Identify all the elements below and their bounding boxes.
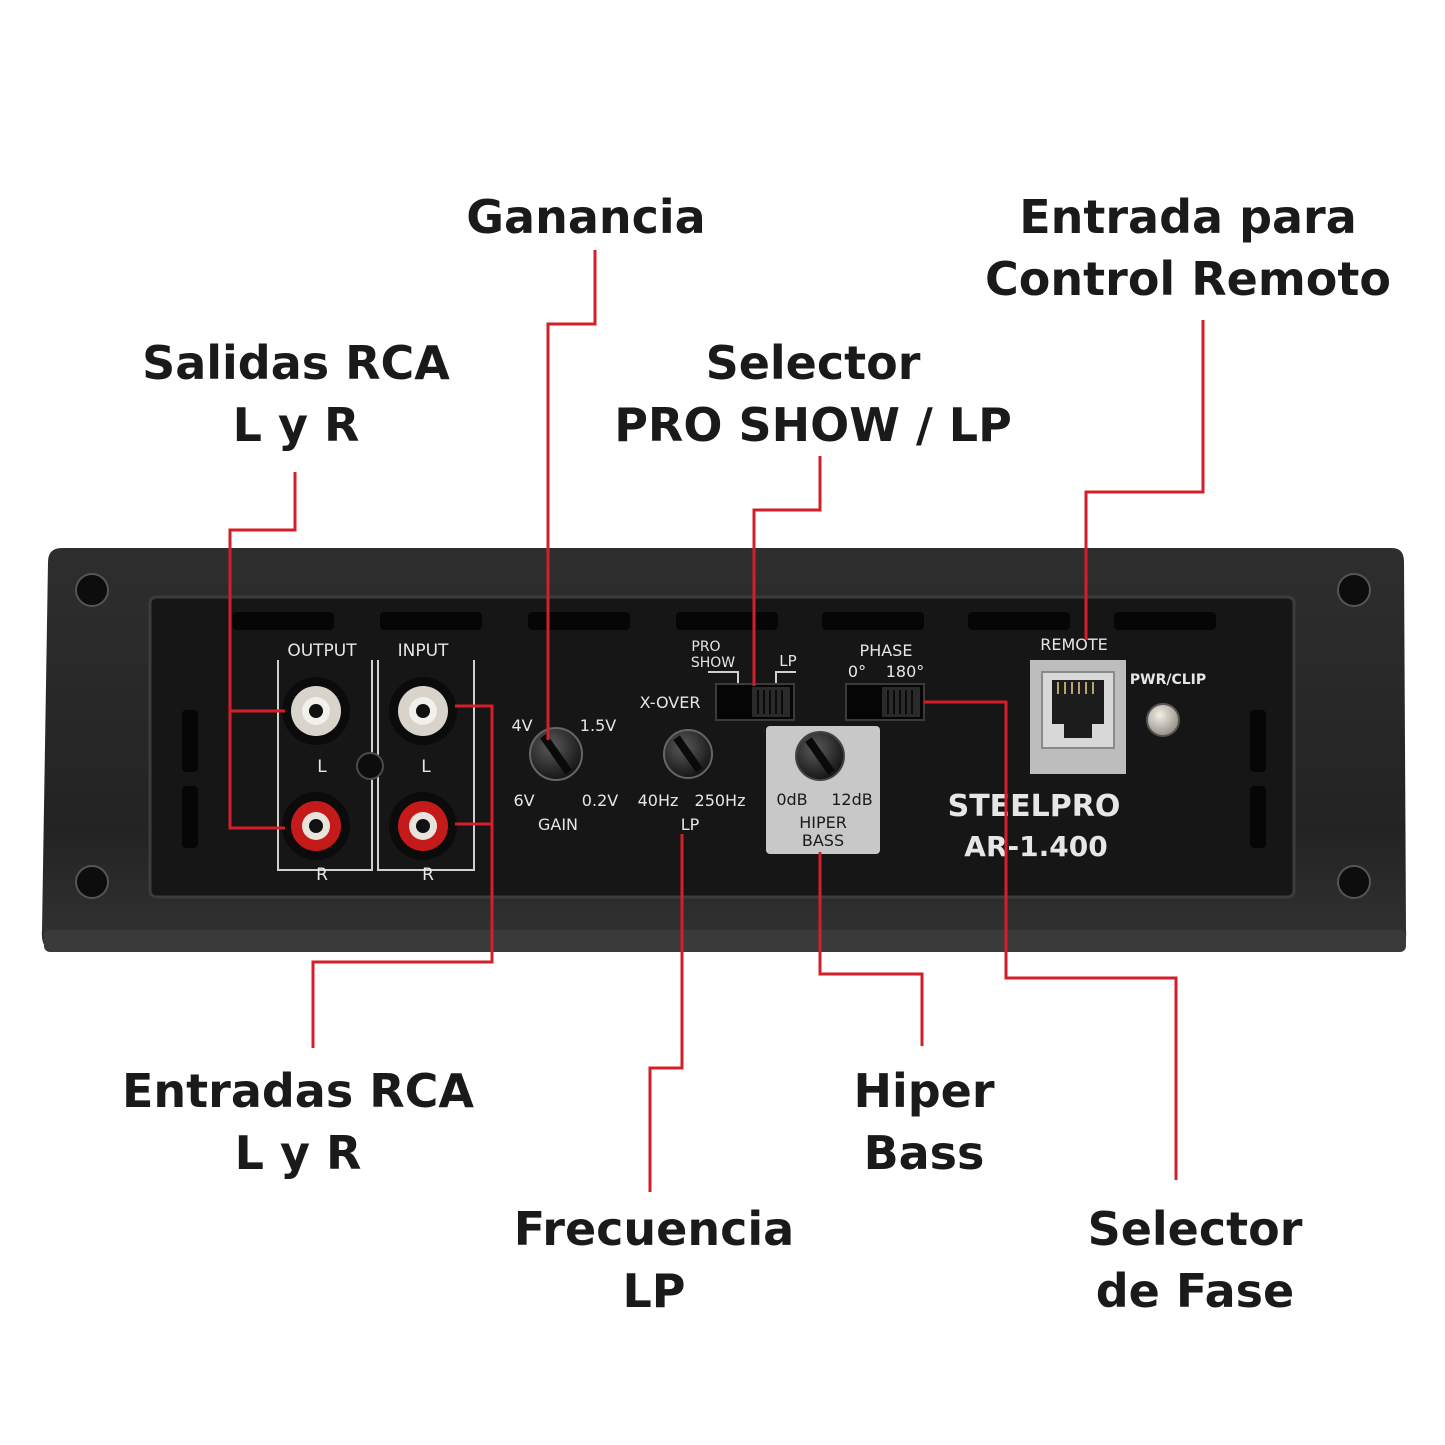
callout-control-remoto-line1: Entrada para (1019, 190, 1357, 244)
callout-control-remoto-line2: Control Remoto (985, 252, 1391, 306)
lp-frequency-knob[interactable] (663, 729, 713, 779)
leader-selector-fase (924, 700, 1178, 1180)
input-l-label: L (421, 757, 431, 777)
callout-selector-pro-show-line1: Selector (705, 336, 921, 390)
leader-salidas-rca-r (228, 711, 285, 830)
lp-mark-250hz: 250Hz (695, 791, 746, 810)
callout-frecuencia-lp: Frecuencia LP (496, 1198, 812, 1322)
xover-bracket (708, 671, 796, 684)
xover-lp-label: LP (779, 652, 796, 670)
callout-hiper-bass-line1: Hiper (853, 1064, 995, 1118)
show-label: SHOW (691, 655, 735, 671)
hiper-bass-knob[interactable] (795, 731, 845, 781)
callout-frecuencia-lp-line2: LP (622, 1264, 686, 1318)
input-r-label: R (422, 865, 434, 885)
output-label: OUTPUT (287, 641, 357, 661)
chassis-bottom-lip (44, 930, 1406, 952)
xover-label: X-OVER (640, 693, 701, 712)
gain-mark-6v: 6V (513, 791, 534, 810)
leader-hiper-bass (818, 852, 924, 1046)
callout-hiper-bass: Hiper Bass (824, 1060, 1024, 1184)
pwr-clip-label: PWR/CLIP (1130, 672, 1206, 688)
gain-label: GAIN (538, 815, 578, 834)
hiper-bass-0db: 0dB (776, 790, 807, 809)
hiper-bass-line1: HIPER (799, 813, 847, 832)
leader-frecuencia-lp (648, 834, 684, 1192)
callout-control-remoto: Entrada para Control Remoto (970, 186, 1406, 310)
phase-180-label: 180° (886, 662, 925, 681)
callout-selector-pro-show: Selector PRO SHOW / LP (600, 332, 1026, 456)
callout-ganancia: Ganancia (436, 186, 736, 248)
output-r-label: R (316, 865, 328, 885)
gain-mark-1-5v: 1.5V (580, 716, 616, 735)
callout-salidas-rca-line1: Salidas RCA (142, 336, 450, 390)
hiper-bass-plate (766, 726, 880, 854)
output-l-label: L (317, 757, 327, 777)
callout-entradas-rca: Entradas RCA L y R (106, 1060, 490, 1184)
pro-label: PRO (691, 639, 720, 655)
center-screw-icon (356, 752, 384, 780)
lp-mark-40hz: 40Hz (638, 791, 679, 810)
lp-label: LP (681, 815, 700, 834)
phase-label: PHASE (860, 641, 913, 660)
rca-input-right[interactable] (389, 792, 457, 860)
callout-salidas-rca: Salidas RCA L y R (126, 332, 466, 456)
callout-salidas-rca-line2: L y R (232, 398, 360, 452)
callout-selector-fase-line2: de Fase (1095, 1264, 1295, 1318)
hiper-bass-12db: 12dB (831, 790, 873, 809)
remote-port[interactable] (1030, 660, 1126, 774)
callout-entradas-rca-line2: L y R (234, 1126, 362, 1180)
rca-output-right[interactable] (282, 792, 350, 860)
model-number: AR-1.400 (964, 830, 1107, 863)
leader-salidas-rca (228, 472, 297, 713)
screw-icon (75, 573, 1371, 899)
phase-switch[interactable] (845, 683, 925, 721)
input-label: INPUT (398, 641, 449, 661)
pwr-clip-led (1146, 703, 1180, 737)
gain-knob[interactable] (529, 727, 583, 781)
callout-hiper-bass-line2: Bass (863, 1126, 985, 1180)
vent-slots (182, 612, 1266, 848)
hiper-bass-line2: BASS (802, 831, 844, 850)
leader-control-remoto (1084, 320, 1205, 640)
phase-0-label: 0° (848, 662, 866, 681)
gain-mark-0-2v: 0.2V (582, 791, 618, 810)
leader-selector-pro-show (752, 456, 822, 686)
remote-label: REMOTE (1040, 635, 1108, 654)
leader-ganancia (546, 250, 597, 740)
callout-frecuencia-lp-line1: Frecuencia (513, 1202, 795, 1256)
rca-output-left[interactable] (282, 677, 350, 745)
callout-selector-pro-show-line2: PRO SHOW / LP (614, 398, 1012, 452)
callout-selector-fase: Selector de Fase (1070, 1198, 1320, 1322)
leader-entradas-rca (311, 704, 494, 1048)
callout-entradas-rca-line1: Entradas RCA (121, 1064, 475, 1118)
callout-selector-fase-line1: Selector (1087, 1202, 1303, 1256)
callout-ganancia-line1: Ganancia (466, 190, 706, 244)
brand-logo: STEELPRO (948, 789, 1121, 824)
rca-input-left[interactable] (389, 677, 457, 745)
gain-mark-4v: 4V (511, 716, 532, 735)
